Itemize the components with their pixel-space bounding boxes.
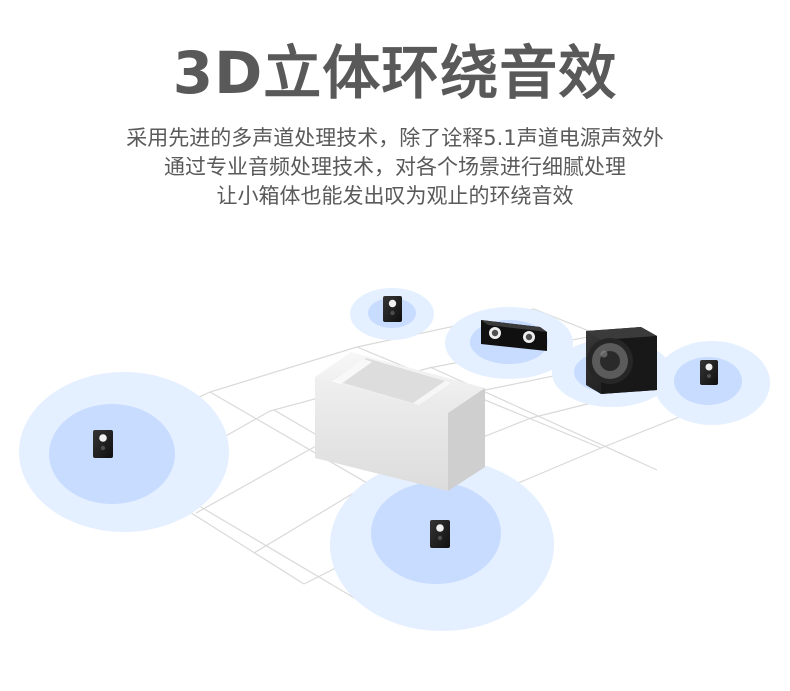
- left-speaker: [93, 430, 113, 458]
- center-speaker: [481, 320, 547, 351]
- front-right-speaker: [700, 360, 718, 385]
- sofa: [315, 352, 485, 491]
- description-line-3: 让小箱体也能发出叹为观止的环绕音效: [216, 184, 574, 208]
- front-left-speaker: [383, 296, 402, 322]
- page-title: 3D立体环绕音效: [172, 39, 618, 107]
- description-line-1: 采用先进的多声道处理技术，除了诠释5.1声道电源声效外: [126, 126, 664, 150]
- description-line-2: 通过专业音频处理技术，对各个场景进行细腻处理: [164, 155, 626, 179]
- subwoofer: [586, 327, 657, 394]
- description: 采用先进的多声道处理技术，除了诠释5.1声道电源声效外 通过专业音频处理技术，对…: [0, 124, 790, 211]
- rear-speaker: [430, 520, 450, 548]
